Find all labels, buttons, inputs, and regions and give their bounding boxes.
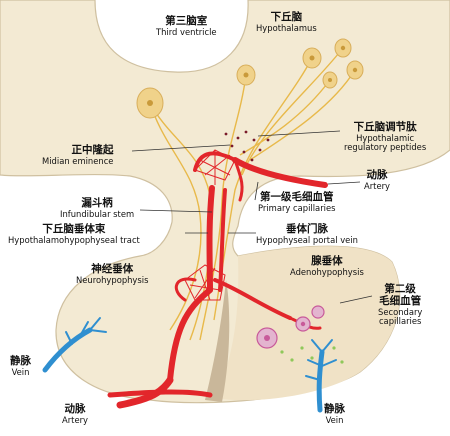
- label-artery-right: 动脉 Artery: [364, 169, 391, 191]
- label-primary-capillaries: 第一级毛细血管 Primary capillaries: [258, 191, 336, 213]
- label-hypothalamohypophyseal-tract: 下丘脑垂体束 Hypothalamohypophyseal tract: [8, 223, 140, 245]
- label-infundibular-stem: 漏斗柄 Infundibular stem: [60, 197, 135, 219]
- peptide-dots: [224, 130, 270, 162]
- label-vein-bottom: 静脉 Vein: [324, 403, 345, 425]
- label-hypothalamic-peptides: 下丘脑调节肽 Hypothalamic regulatory peptides: [344, 121, 427, 153]
- label-hypothalamus: 下丘脑 Hypothalamus: [256, 11, 317, 33]
- label-third-ventricle: 第三脑室 Third ventricle: [156, 15, 217, 37]
- label-vein-left: 静脉 Vein: [10, 355, 31, 377]
- label-secondary-capillaries: 第二级 毛细血管 Secondary capillaries: [378, 283, 423, 326]
- label-neurohypophysis: 神经垂体 Neurohypophysis: [76, 263, 149, 285]
- label-median-eminence: 正中隆起 Midian eminence: [42, 144, 114, 166]
- hormone-dots: [280, 346, 344, 364]
- label-adenohypophysis: 腺垂体 Adenohypophysis: [290, 255, 364, 277]
- label-artery-bottom: 动脉 Artery: [62, 403, 89, 425]
- adeno-cells: [256, 305, 325, 349]
- leader-lines: [131, 130, 373, 304]
- neurons: [136, 38, 364, 119]
- pituitary-cleft: [205, 280, 230, 402]
- veins: [42, 317, 337, 413]
- label-portal-vein: 垂体门脉 Hypophyseal portal vein: [256, 223, 358, 245]
- capillary-mesh: [184, 149, 236, 301]
